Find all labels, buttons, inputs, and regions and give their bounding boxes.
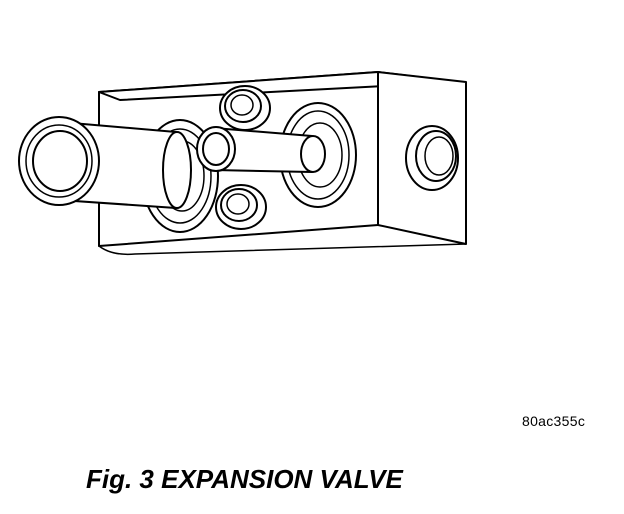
side-port xyxy=(405,125,459,191)
large-tube-fitting xyxy=(18,116,192,209)
valve-body-bottom-edge xyxy=(98,243,467,256)
small-tube-collar xyxy=(300,135,326,173)
lower-mounting-stud xyxy=(215,184,267,230)
large-tube-collar xyxy=(162,131,192,209)
upper-mounting-stud xyxy=(219,85,271,131)
figure-caption: Fig. 3 EXPANSION VALVE xyxy=(86,464,403,494)
figure-code: 80ac355c xyxy=(522,413,586,429)
small-tube-fitting xyxy=(196,126,326,173)
